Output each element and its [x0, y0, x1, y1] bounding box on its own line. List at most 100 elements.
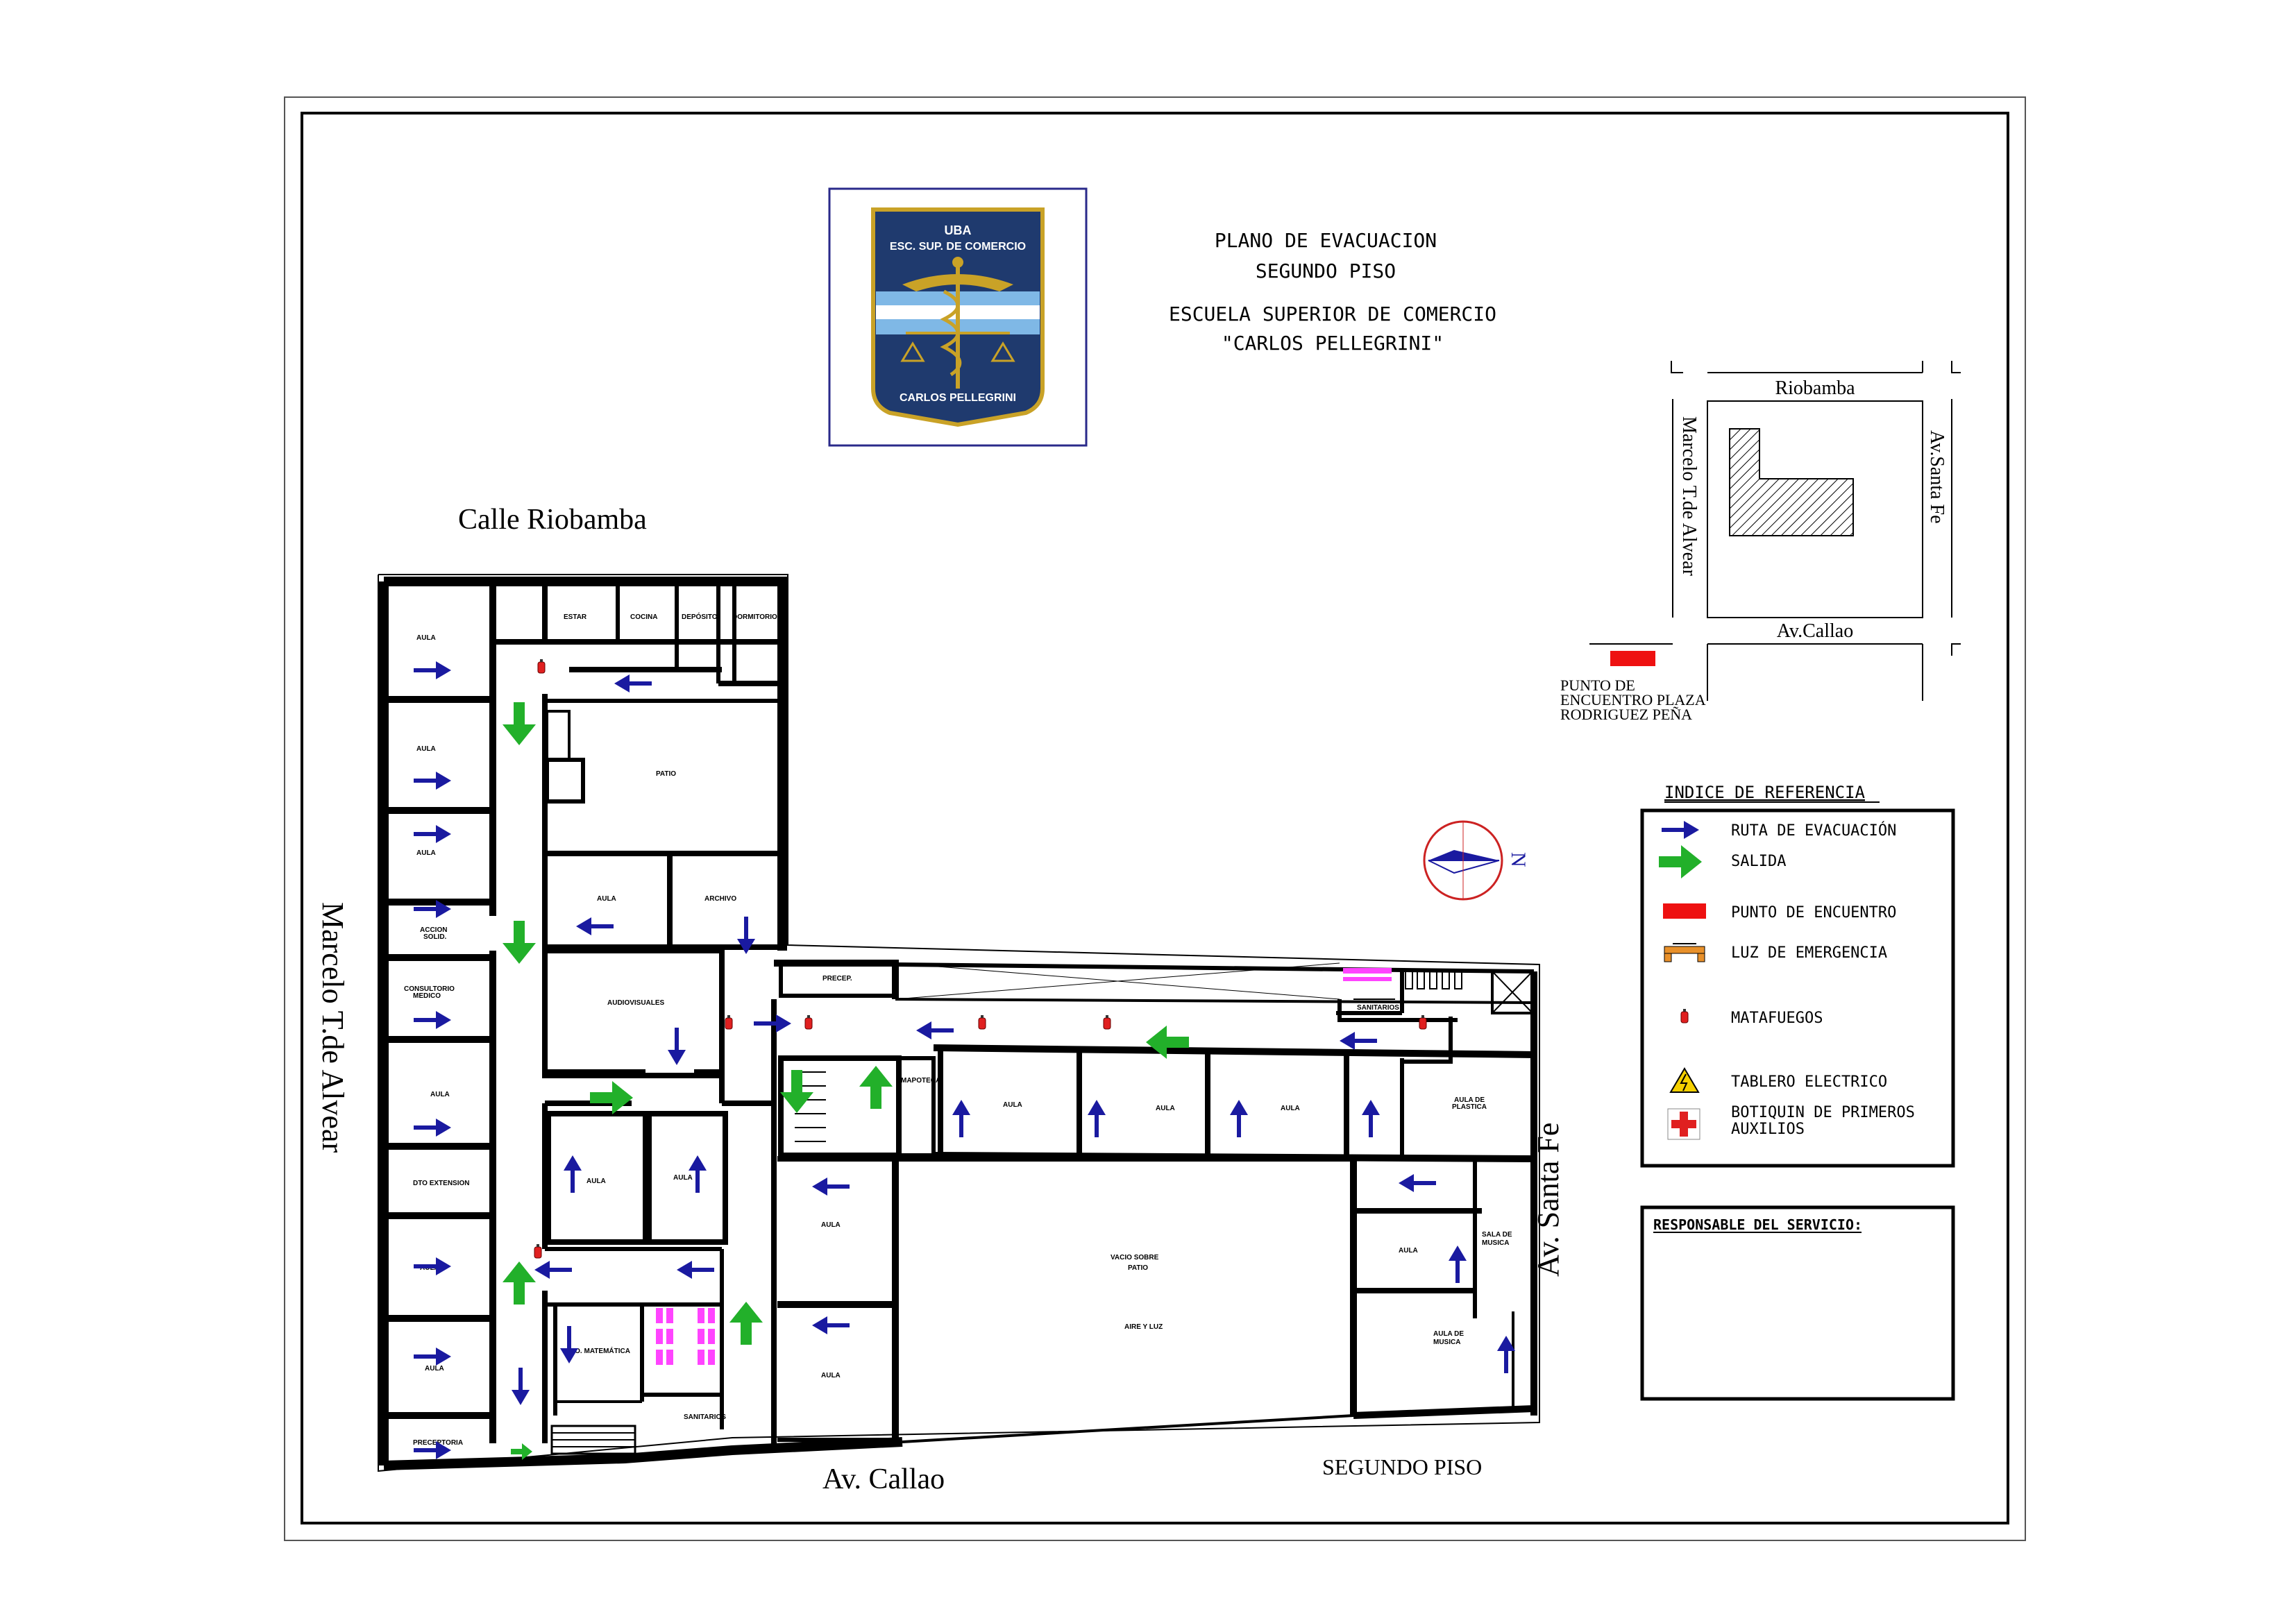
- room-sanitarios-1: SANITARIOS: [684, 1413, 726, 1421]
- route-arrow: [414, 1257, 451, 1275]
- title-line2: SEGUNDO PISO: [1256, 260, 1396, 282]
- room-aula-9: AULA: [673, 1174, 693, 1182]
- meeting-point-line2: ENCUENTRO PLAZA: [1560, 691, 1706, 708]
- room-aula-musica-2: MUSICA: [1433, 1339, 1460, 1346]
- room-aula-13: AULA: [1156, 1105, 1175, 1112]
- room-aire: AIRE Y LUZ: [1124, 1323, 1163, 1331]
- responsible-box: RESPONSABLE DEL SERVICIO:: [1640, 1205, 1955, 1401]
- logo-uba: UBA: [945, 223, 972, 237]
- plan-title: PLANO DE EVACUACION SEGUNDO PISO ESCUELA…: [1169, 229, 1496, 355]
- title-line1: PLANO DE EVACUACION: [1215, 229, 1437, 252]
- room-consultorio-2: MEDICO: [413, 992, 441, 1000]
- room-labels: AULA AULA AULA ACCION SOLID. CONSULTORIO…: [404, 612, 1512, 1447]
- route-arrow: [414, 1119, 451, 1137]
- legend-exit: SALIDA: [1731, 853, 1786, 870]
- legend: INDICE DE REFERENCIA RUTA DE EVACUACIÓN …: [1640, 783, 1955, 1168]
- responsible-title: RESPONSABLE DEL SERVICIO:: [1653, 1216, 1862, 1233]
- route-arrow: [668, 1028, 686, 1065]
- room-aula-musica: AULA DE: [1433, 1330, 1464, 1338]
- location-map: Riobamba Av.Callao Marcelo T.de Alvear A…: [1560, 361, 1961, 723]
- room-aula-plastica: AULA DE: [1454, 1096, 1485, 1104]
- legend-title: INDICE DE REFERENCIA: [1664, 783, 1866, 802]
- route-arrow: [1362, 1100, 1380, 1137]
- room-aula-4: AULA: [430, 1091, 450, 1098]
- legend-extinguisher: MATAFUEGOS: [1731, 1010, 1823, 1027]
- route-arrow: [414, 772, 451, 790]
- green-arrow-icon: [1659, 845, 1702, 878]
- route-arrow: [534, 1261, 572, 1279]
- sanitary-fixtures: [656, 968, 1392, 1365]
- loc-west: Marcelo T.de Alvear: [1678, 416, 1700, 577]
- route-arrow: [414, 1348, 451, 1366]
- evacuation-route-arrows: [414, 661, 1515, 1459]
- room-aula-10: AULA: [821, 1221, 841, 1229]
- room-dto-matematica: DTO. MATEMÁTICA: [566, 1346, 630, 1355]
- legend-light: LUZ DE EMERGENCIA: [1731, 944, 1887, 962]
- meeting-point-line3: RODRIGUEZ PEÑA: [1560, 706, 1692, 723]
- electric-warning-icon: [1669, 1067, 1700, 1093]
- room-aula-11: AULA: [821, 1372, 841, 1379]
- room-dto-extension: DTO EXTENSION: [413, 1180, 470, 1187]
- compass-icon: N: [1423, 820, 1530, 901]
- room-dormitorio: DORMITORIO: [732, 613, 777, 621]
- legend-firstaid-2: AUXILIOS: [1731, 1121, 1805, 1138]
- route-arrow: [512, 1368, 530, 1405]
- room-aula-7: AULA: [597, 895, 616, 903]
- inner-frame: [301, 112, 2009, 1524]
- loc-east: Av.Santa Fe: [1926, 430, 1948, 524]
- outer-frame: [284, 96, 2026, 1541]
- room-precep: PRECEP.: [822, 975, 852, 983]
- room-cocina: COCINA: [630, 613, 657, 621]
- route-arrow: [1230, 1100, 1248, 1137]
- route-arrow: [812, 1316, 850, 1334]
- exit-arrow: [729, 1302, 763, 1345]
- school-line2: "CARLOS PELLEGRINI": [1222, 332, 1444, 355]
- loc-north: Riobamba: [1775, 377, 1855, 399]
- meeting-point-marker: [1610, 651, 1655, 666]
- route-arrow: [614, 674, 652, 692]
- route-arrow: [576, 917, 614, 935]
- exit-arrow: [503, 1261, 536, 1305]
- street-west: Marcelo T.de Alvear: [316, 902, 350, 1153]
- emergency-light-icon: [1664, 943, 1705, 962]
- room-accion: ACCION: [420, 926, 447, 934]
- room-aula-plastica-2: PLASTICA: [1452, 1103, 1487, 1111]
- loc-south: Av.Callao: [1777, 620, 1853, 642]
- room-patio: PATIO: [656, 770, 676, 778]
- school-logo: UBA ESC. SUP. DE COMERCIO CARLOS PELLEGR…: [828, 187, 1088, 447]
- extinguisher-icon: [1680, 1008, 1689, 1023]
- legend-firstaid: BOTIQUIN DE PRIMEROS: [1731, 1104, 1915, 1121]
- route-arrow: [564, 1155, 582, 1193]
- blue-arrow-icon: [1662, 821, 1699, 839]
- room-sala-musica-2: MUSICA: [1482, 1239, 1509, 1247]
- legend-route: RUTA DE EVACUACIÓN: [1731, 822, 1896, 840]
- exit-arrow: [503, 921, 536, 964]
- route-arrow: [414, 1011, 451, 1029]
- room-sanitarios-2: SANITARIOS: [1357, 1004, 1399, 1012]
- room-aula-15: AULA: [1399, 1247, 1418, 1255]
- room-aula-3: AULA: [416, 849, 436, 857]
- route-arrow: [952, 1100, 970, 1137]
- room-audiovisuales: AUDIOVISUALES: [607, 999, 665, 1007]
- room-aula-14: AULA: [1281, 1105, 1300, 1112]
- exit-arrows: [503, 702, 1189, 1460]
- room-estar: ESTAR: [564, 613, 587, 621]
- room-aula-2: AULA: [416, 745, 436, 753]
- room-aula-12: AULA: [1003, 1101, 1022, 1109]
- exit-arrow: [590, 1081, 633, 1114]
- compass-north: N: [1507, 852, 1530, 867]
- meeting-point-line1: PUNTO DE: [1560, 677, 1635, 694]
- route-arrow: [1399, 1174, 1436, 1192]
- logo-name: CARLOS PELLEGRINI: [900, 392, 1016, 404]
- floor-label: SEGUNDO PISO: [1322, 1454, 1482, 1479]
- route-arrow: [414, 661, 451, 679]
- room-vacio-2: PATIO: [1128, 1264, 1148, 1272]
- legend-electric: TABLERO ELECTRICO: [1731, 1073, 1887, 1091]
- street-south: Av. Callao: [822, 1463, 945, 1495]
- route-arrow: [1340, 1032, 1377, 1050]
- floor-plan: [378, 574, 1540, 1472]
- first-aid-icon: [1667, 1108, 1700, 1140]
- route-arrow: [812, 1178, 850, 1196]
- room-accion-2: SOLID.: [423, 933, 447, 941]
- legend-meeting: PUNTO DE ENCUENTRO: [1731, 904, 1896, 921]
